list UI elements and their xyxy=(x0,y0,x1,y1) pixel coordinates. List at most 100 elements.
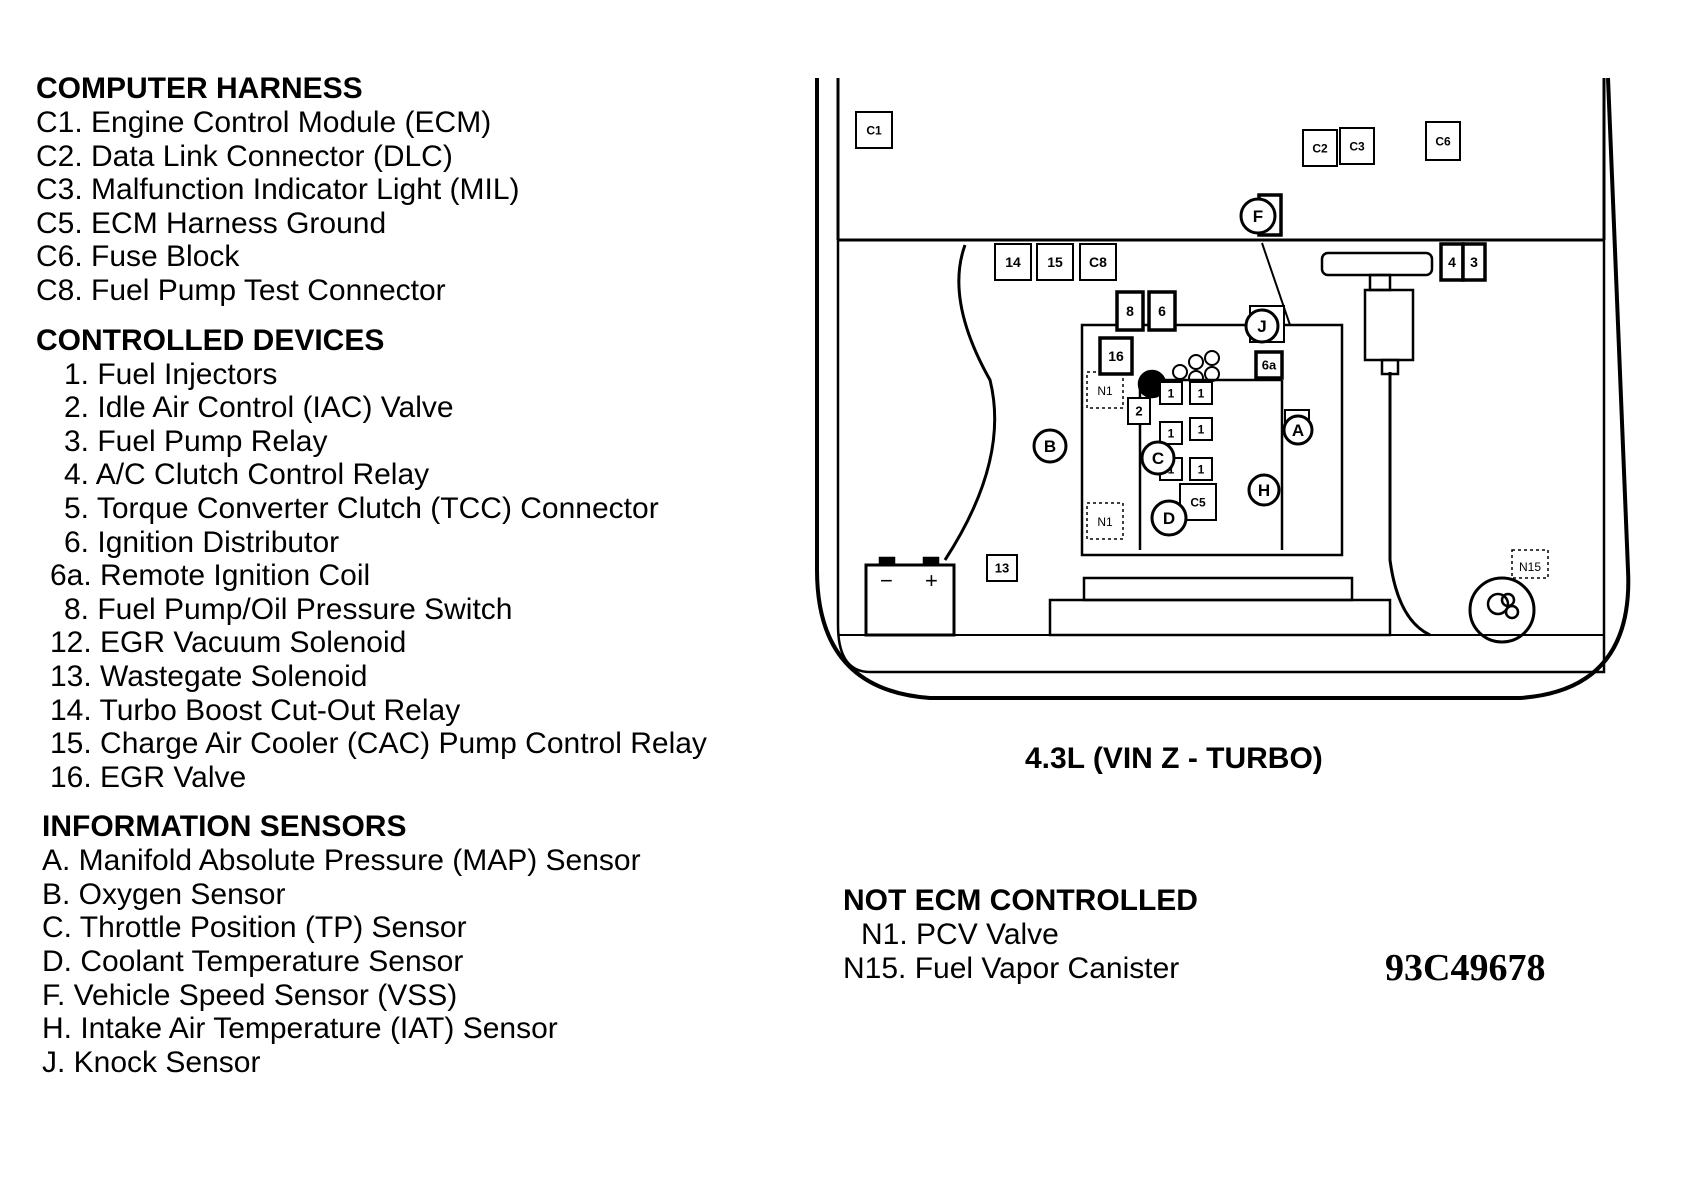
list-item: F. Vehicle Speed Sensor (VSS) xyxy=(42,978,458,1012)
component-box-n6: 6 xyxy=(1147,290,1177,332)
small-label-n1-lower: N1 xyxy=(1097,515,1113,529)
sensor-marker-a: A xyxy=(1282,414,1314,446)
sensor-marker-label: H xyxy=(1258,481,1270,500)
component-label: 2 xyxy=(1135,404,1142,419)
vapor-canister-port-c xyxy=(1504,604,1520,620)
harness-wire xyxy=(943,244,997,561)
sensor-marker-j: J xyxy=(1244,308,1280,344)
component-label: C3 xyxy=(1349,139,1365,153)
list-item: A. Manifold Absolute Pressure (MAP) Sens… xyxy=(42,844,641,878)
list-item: 3. Fuel Pump Relay xyxy=(64,424,328,458)
component-box-n1: 1 xyxy=(1159,381,1183,405)
component-label: 6a xyxy=(1262,358,1277,373)
list-item: 8. Fuel Pump/Oil Pressure Switch xyxy=(64,592,513,626)
component-label: C8 xyxy=(1089,254,1107,270)
component-label: 13 xyxy=(995,561,1009,576)
component-box-n15: 15 xyxy=(1036,243,1074,281)
list-item: 1. Fuel Injectors xyxy=(64,357,278,391)
component-box-n1: 1 xyxy=(1189,457,1213,481)
component-box-n16: 16 xyxy=(1098,336,1134,376)
list-item: N15. Fuel Vapor Canister xyxy=(843,951,1180,985)
list-item: 6. Ignition Distributor xyxy=(64,525,340,559)
sensor-marker-h: H xyxy=(1247,473,1281,507)
sensor-marker-label: A xyxy=(1292,421,1304,440)
list-item: H. Intake Air Temperature (IAT) Sensor xyxy=(42,1012,558,1046)
component-label: 16 xyxy=(1108,348,1124,364)
component-box-n3: 3 xyxy=(1461,242,1487,282)
list-item: B. Oxygen Sensor xyxy=(42,877,286,911)
component-label: C6 xyxy=(1435,134,1451,148)
small-label-n1-upper: N1 xyxy=(1097,384,1113,398)
list-item: D. Coolant Temperature Sensor xyxy=(42,945,464,979)
sensor-marker-label: D xyxy=(1163,509,1175,528)
transmission-lower xyxy=(1048,598,1392,637)
battery-plus-label: + xyxy=(925,568,938,593)
engine-bay-floor xyxy=(836,240,1606,674)
list-item: J. Knock Sensor xyxy=(42,1045,261,1079)
body-outline xyxy=(815,77,1631,700)
component-box-c2: C2 xyxy=(1302,129,1338,167)
list-item: C8. Fuel Pump Test Connector xyxy=(36,273,446,307)
sensor-marker-label: J xyxy=(1257,317,1266,336)
component-label: 1 xyxy=(1198,422,1205,436)
component-label: C1 xyxy=(866,123,882,137)
list-item: 4. A/C Clutch Control Relay xyxy=(64,458,430,492)
turbo-body xyxy=(1363,288,1415,362)
list-item: 15. Charge Air Cooler (CAC) Pump Control… xyxy=(50,727,707,761)
component-label: 1 xyxy=(1168,426,1175,440)
component-box-n4: 4 xyxy=(1439,242,1465,282)
sensor-marker-f: F xyxy=(1239,197,1277,235)
battery xyxy=(864,563,956,637)
component-label: 1 xyxy=(1198,386,1205,400)
battery-term-plus xyxy=(922,556,940,567)
component-box-n2: 2 xyxy=(1127,397,1151,425)
sensor-marker-b: B xyxy=(1032,428,1068,464)
component-label: 14 xyxy=(1005,254,1021,270)
list-item: 12. EGR Vacuum Solenoid xyxy=(50,626,407,660)
battery-term-minus xyxy=(878,556,896,567)
list-item: C2. Data Link Connector (DLC) xyxy=(36,139,453,173)
component-label: 15 xyxy=(1047,254,1063,270)
pcv-valve-box-lower xyxy=(1086,502,1124,540)
component-box-n14: 14 xyxy=(994,243,1032,281)
section-title-controlled-devices: CONTROLLED DEVICES xyxy=(36,323,385,357)
list-item: 6a. Remote Ignition Coil xyxy=(50,559,371,593)
figure-id: 93C49678 xyxy=(1385,947,1546,989)
component-label: 4 xyxy=(1448,254,1456,270)
list-item: C5. ECM Harness Ground xyxy=(36,206,387,240)
component-box-c3: C3 xyxy=(1339,127,1375,165)
vacuum-line xyxy=(1388,372,1431,637)
component-box-c6: C6 xyxy=(1425,121,1461,161)
transmission-upper xyxy=(1082,576,1354,602)
engine-block xyxy=(1080,323,1344,557)
component-label: C2 xyxy=(1312,141,1328,155)
component-label: 3 xyxy=(1470,254,1478,270)
section-title-not-ecm-controlled: NOT ECM CONTROLLED xyxy=(843,884,1198,917)
turbo-housing xyxy=(1320,251,1434,277)
component-label: 8 xyxy=(1126,303,1134,319)
component-box-n6a: 6a xyxy=(1254,350,1284,380)
list-item: 13. Wastegate Solenoid xyxy=(50,659,368,693)
component-box-n1: 1 xyxy=(1189,381,1213,405)
turbo-stem xyxy=(1368,273,1392,292)
component-label: 6 xyxy=(1158,303,1166,319)
component-box-n13: 13 xyxy=(986,554,1018,582)
engine-compartment-diagram: − + C1C2C3C65431415C886C5166a21213C51111… xyxy=(815,77,1631,700)
list-item: C3. Malfunction Indicator Light (MIL) xyxy=(36,173,520,207)
battery-minus-label: − xyxy=(880,568,893,593)
information-sensors-section: INFORMATION SENSORS A. Manifold Absolute… xyxy=(36,810,806,1079)
component-box-n1: 1 xyxy=(1159,421,1183,445)
vapor-canister-port-a xyxy=(1486,592,1510,616)
legend: COMPUTER HARNESS C1. Engine Control Modu… xyxy=(36,72,806,1095)
sensor-marker-d: D xyxy=(1150,499,1188,537)
component-box-c1: C1 xyxy=(855,111,893,149)
list-item: 2. Idle Air Control (IAC) Valve xyxy=(64,391,454,425)
diagram-caption: 4.3L (VIN Z - TURBO) xyxy=(1025,742,1323,775)
component-label: 1 xyxy=(1168,386,1175,400)
information-sensors-list: A. Manifold Absolute Pressure (MAP) Sens… xyxy=(36,844,806,1079)
list-item: C1. Engine Control Module (ECM) xyxy=(36,106,492,139)
